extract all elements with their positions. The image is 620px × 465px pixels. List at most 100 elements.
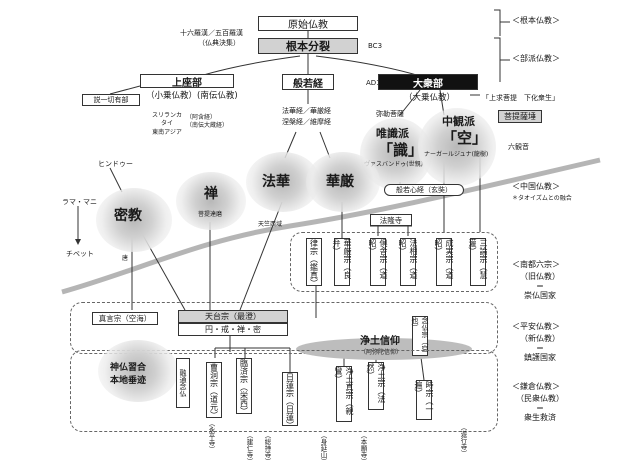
sutras-note: 法華経／華厳経 涅槃経／維摩経 (282, 107, 331, 126)
label-kamakura: ＜鎌倉仏教＞ (512, 382, 560, 391)
minobu-note: （身延山） (319, 432, 327, 465)
amida-note: （阿弥陀信仰） (360, 349, 403, 356)
origin-box: 原始仏教 (258, 16, 358, 31)
hokke-label: 法華 (262, 174, 290, 190)
jodo-faith-ellipse (296, 338, 472, 360)
label-heian: ＜平安仏教＞ (512, 322, 560, 331)
jodoshin-box: 浄土真宗（親鸞） (334, 366, 354, 422)
shingon-label: 真言宗（空海） (98, 314, 152, 323)
heian-section-frame (70, 302, 498, 354)
esoteric-glow (96, 188, 172, 252)
kegon-glow (306, 152, 380, 212)
prajna-box: 般若経 (282, 74, 334, 90)
esoteric-label: 密教 (114, 208, 142, 224)
nara-section-frame (290, 232, 498, 292)
rinzai-box: 臨済宗（栄西） (236, 358, 252, 415)
madhyamaka-glow (418, 108, 496, 186)
vasubandhu-note: ヴァスバンドゥ(世親) (364, 161, 423, 168)
jojitsu-label: 成実宗（道昭） (434, 239, 454, 279)
jojitsu-box: 成実宗（道昭） (434, 238, 454, 286)
shingon-box: 真言宗（空海） (92, 312, 158, 325)
label-chinese: ＜中国仏教＞ (512, 182, 560, 191)
madhyamaka-key: 「空」 (442, 129, 488, 147)
silk-road-label: 天竺西域 (258, 221, 283, 228)
mahayana-date: AD1 (366, 79, 381, 87)
mahayana-box: 大衆部 (378, 74, 478, 90)
tendai-four-label: 円・戒・禅・密 (205, 325, 261, 334)
tendai-box: 天台宗（最澄） (178, 310, 288, 323)
label-heian-sub: （新仏教） ＝ 鎮護国家 (520, 334, 560, 363)
council-note: （仏典決集） (198, 39, 240, 47)
arhat-note: 十六羅漢／五百羅漢 (180, 29, 243, 37)
zen-label: 禅 (204, 186, 218, 202)
ritsu-box: 律宗（鑑真） (306, 238, 322, 287)
jodoshin-label: 浄土真宗（親鸞） (334, 367, 354, 415)
label-chinese-note: ＊タオイズムとの融合 (512, 195, 572, 202)
horyuji-label: 法隆寺 (379, 215, 403, 225)
heart-sutra-box: 般若心経（玄奘） (384, 184, 464, 196)
kuya-label: 念仏宗（空也） (411, 317, 429, 352)
esoteric-tang-note: 唐 (122, 255, 129, 262)
tendai-four-box: 円・戒・禅・密 (178, 323, 288, 336)
sanron-box: 三論宗（慧灌） (468, 238, 488, 286)
label-nara: ＜南都六宗＞ (512, 260, 560, 269)
kusha-label: 倶舎宗（道昭） (368, 239, 388, 279)
nanto-kegon-label: 華厳宗（良弁） (332, 239, 352, 279)
tendai-label: 天台宗（最澄） (205, 312, 261, 321)
label-kamakura-sub: （民衆仏教） ＝ 衆生救済 (516, 394, 564, 423)
theravada-label: 上座部 (172, 77, 202, 89)
hindu-note: ヒンドゥー (98, 160, 133, 168)
yuzu-label: 融通念仏 (179, 369, 187, 397)
ritsu-label: 律宗（鑑真） (309, 239, 319, 287)
origin-label: 原始仏教 (288, 20, 328, 31)
mahayana-label: 大衆部 (413, 78, 443, 90)
shojoko-note: （遊行寺） (459, 424, 467, 457)
nagarjuna-note: ナーガールジュナ(龍樹) (424, 151, 489, 158)
kegon-label: 華厳 (326, 174, 354, 190)
mani-note: ラマ・マニ (62, 198, 97, 206)
maitreya-note: 弥勒菩薩 (376, 110, 404, 118)
kamakura-section-frame (70, 350, 498, 432)
soto-label: 曹洞宗（道元） (209, 363, 219, 419)
bodhisattva-label: 菩提薩埵 (504, 112, 536, 121)
yuzu-box: 融通念仏 (176, 358, 190, 408)
prajna-label: 般若経 (293, 78, 323, 90)
rokkannon-note: 六観音 (508, 143, 529, 151)
ideal-note: 「上求菩提 下化衆生」 (482, 94, 559, 102)
theravada-sub: （小乗仏教）(南伝仏教) (146, 91, 238, 101)
zen-note: 菩提達磨 (198, 211, 223, 218)
soto-box: 曹洞宗（道元） (206, 362, 222, 419)
label-nara-sub: （旧仏教） ＝ 崇仏国家 (520, 272, 560, 301)
eiheiji-note: （永平寺） (207, 420, 215, 453)
zen-glow (176, 172, 246, 230)
sotoku-note: （総持寺） (263, 432, 271, 465)
sarvastivada-box: 説一切有部 (82, 94, 140, 106)
hosso-label: 法相宗（道昭） (398, 239, 418, 279)
kenninji-note: （建仁寺） (245, 432, 253, 465)
kusha-box: 倶舎宗（道昭） (368, 238, 388, 286)
sarvastivada-label: 説一切有部 (93, 96, 129, 104)
ji-label: 時宗（一遍） (414, 381, 434, 413)
hosso-box: 法相宗（道昭） (398, 238, 418, 286)
agama-note: （阿含経） （南伝大蔵経） (186, 114, 229, 130)
rinzai-label: 臨済宗（栄西） (239, 359, 249, 415)
jodo-faith-label: 浄土信仰 (360, 336, 400, 347)
horyuji-box: 法隆寺 (370, 214, 412, 226)
jodo-box: 浄土宗（法然） (366, 362, 386, 410)
yogacara-key: 「識」 (378, 141, 424, 159)
mahayana-sub: （大乗仏教） (404, 93, 456, 103)
label-root: ＜根本仏教＞ (512, 16, 560, 25)
south-countries: スリランカ タイ 東南アジア (152, 112, 183, 136)
heart-sutra-label: 般若心経（玄奘） (396, 186, 452, 194)
madhyamaka-label: 中観派 (442, 115, 475, 128)
schism-box: 根本分裂 (258, 38, 358, 54)
hongan-note: （本願寺） (359, 432, 367, 465)
jodo-label: 浄土宗（法然） (366, 363, 386, 403)
kuya-box: 念仏宗（空也） (411, 316, 429, 356)
nichiren-box: 日蓮宗（日蓮） (282, 372, 298, 429)
theravada-box: 上座部 (140, 74, 234, 89)
ji-box: 時宗（一遍） (414, 380, 434, 420)
tibet-note: チベット (66, 250, 94, 258)
sanron-label: 三論宗（慧灌） (468, 239, 488, 279)
